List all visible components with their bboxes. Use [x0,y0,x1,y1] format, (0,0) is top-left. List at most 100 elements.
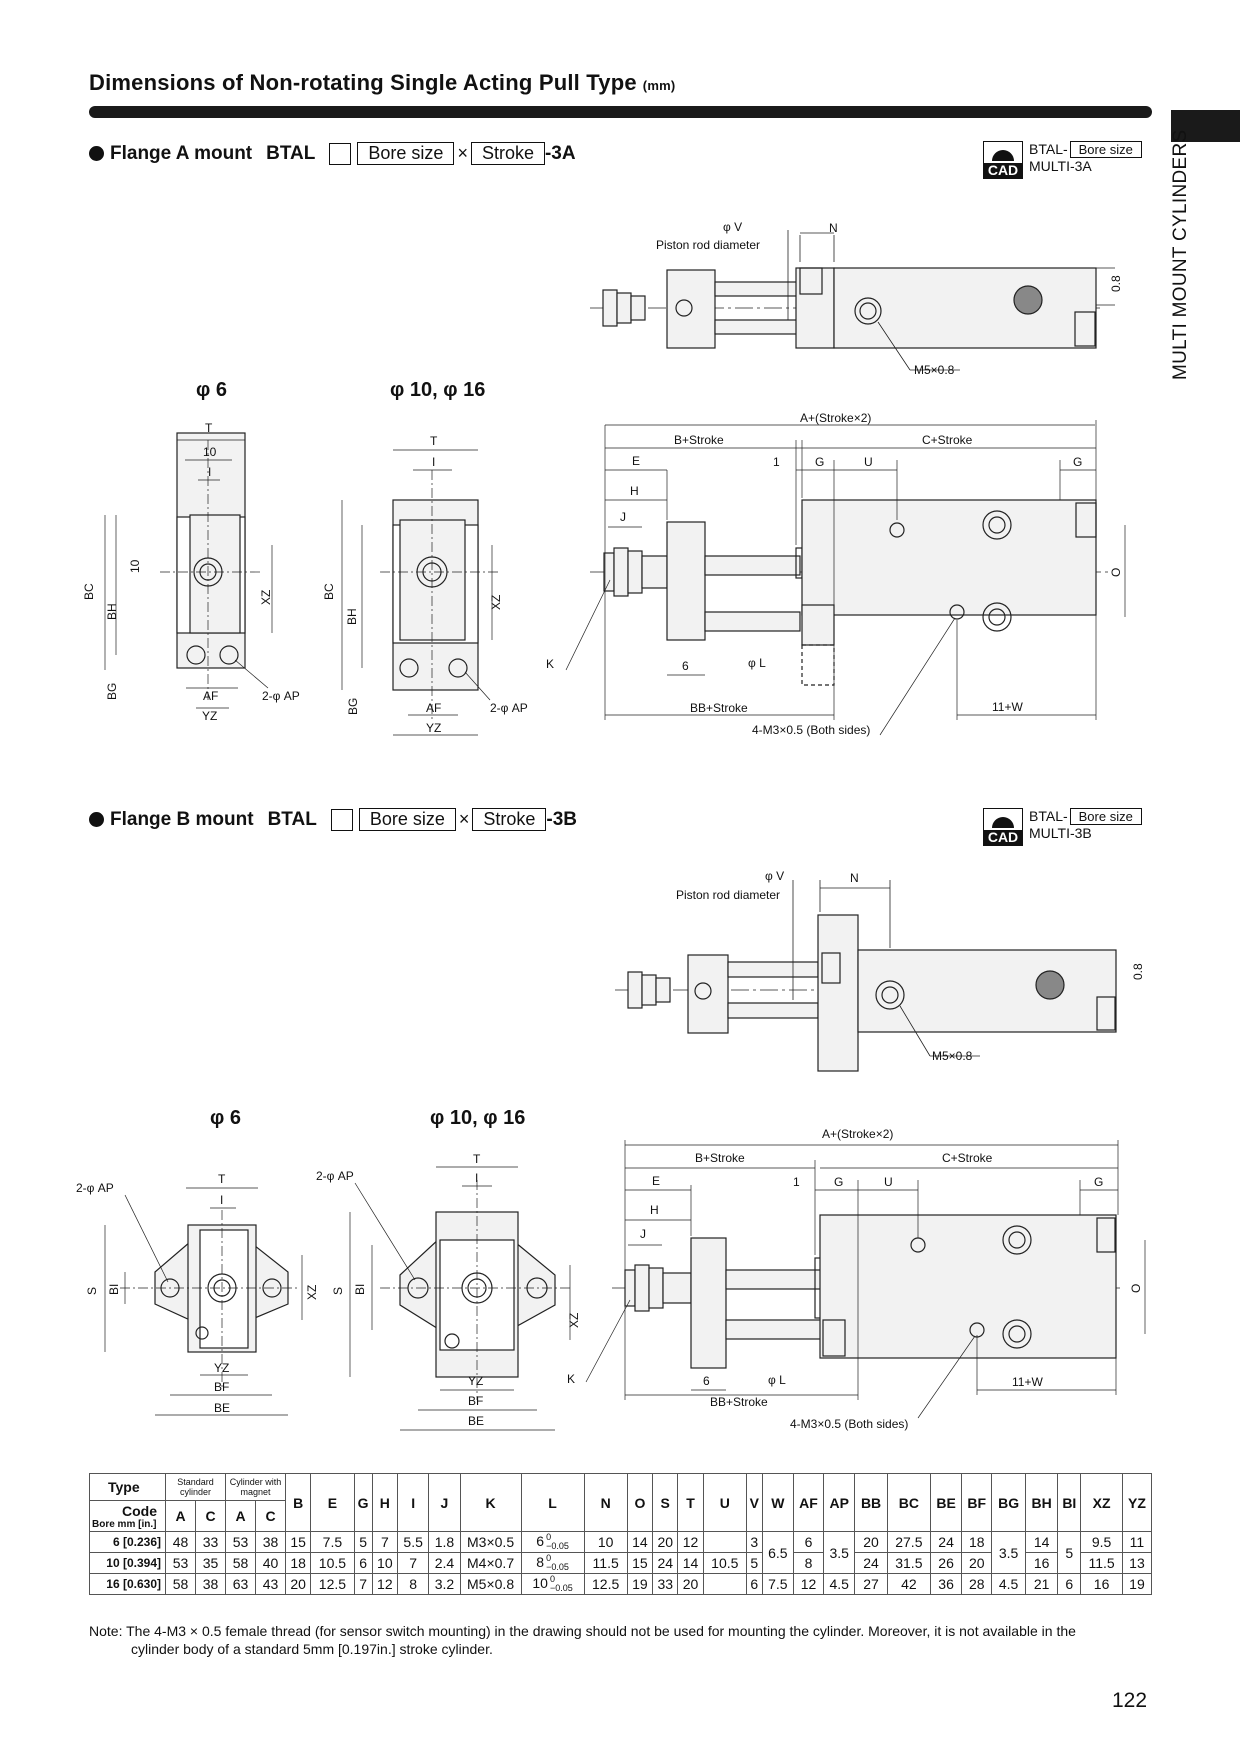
cell: 20 [284,1573,312,1595]
label-j: J [620,510,626,524]
cell: 3.5 [823,1531,856,1574]
cell: 20 [652,1531,679,1553]
cell: 28 [961,1573,993,1595]
std-cyl-header: Standard cylinder [165,1473,226,1501]
label-j-b: J [640,1227,646,1241]
label-xz-b: XZ [489,595,503,610]
label-yz: YZ [202,709,217,723]
label-e-b: E [652,1174,660,1188]
dimension-table: Type Standard cylinder Cylinder with mag… [89,1473,1153,1595]
col-bi: BI [1057,1473,1082,1532]
model-code: BTAL [267,808,317,830]
cell: 53 [165,1552,196,1574]
cell: 14 [677,1552,704,1574]
cell: 3 [745,1531,763,1553]
col-a-mag: A [225,1500,256,1532]
bore-label: Bore mm [in.] [92,1518,157,1530]
col-t: T [677,1473,704,1532]
cell: 4.5 [991,1573,1026,1595]
cell: 18 [961,1531,993,1553]
cell: 38 [195,1573,226,1595]
cell: 24 [652,1552,679,1574]
side-tab-label: MULTI MOUNT CYLINDERS [1170,129,1191,380]
cad-badge-a[interactable]: CAD BTAL-Bore size MULTI-3A [983,141,1142,179]
col-a-std: A [165,1500,196,1532]
flange-b-phi10-16-end-view [349,1166,571,1431]
label-yz-c: YZ [214,1361,229,1375]
col-l: L [520,1473,585,1532]
mount-suffix: -3B [546,808,578,830]
note-line1: The 4-M3 × 0.5 female thread (for sensor… [126,1623,1076,1639]
col-xz: XZ [1080,1473,1123,1532]
label-m5: M5×0.8 [914,363,955,377]
note-label: Note: [89,1623,123,1639]
label-g-b2: G [1094,1175,1103,1189]
col-b: B [284,1473,312,1532]
cell: 10 [583,1531,628,1553]
label-t: T [205,421,213,435]
col-bg: BG [991,1473,1026,1532]
model-code: BTAL [266,142,316,164]
col-i: I [396,1473,430,1532]
cell: 14 [626,1531,654,1553]
cell: 26 [929,1552,963,1574]
bore-size-box: Bore size [358,808,456,831]
table-row: 6 [0.236] 48 33 53 38 15 7.5 5 7 5.5 1.8… [89,1531,1153,1574]
label-2-ap-d: 2-φ AP [316,1169,354,1183]
flange-a-phi6-end-view [104,432,273,709]
label-be-b: BE [468,1414,484,1428]
label-phi-l-b: φ L [768,1373,786,1387]
label-yz-d: YZ [468,1374,483,1388]
label-phi10-16-b: φ 10, φ 16 [430,1107,525,1129]
col-u: U [702,1473,747,1532]
col-w: W [761,1473,794,1532]
cell: 24 [929,1531,963,1553]
label-t-d: T [473,1152,481,1166]
table-row: 10 [0.394] 53 35 58 40 18 10.5 6 10 7 2.… [89,1552,1153,1574]
label-o-b: O [1129,1284,1143,1293]
cell: 4.5 [823,1573,856,1595]
cell: 6 [792,1531,825,1553]
cell: 12.5 [310,1573,355,1595]
col-yz: YZ [1121,1473,1153,1532]
label-bf-b: BF [468,1394,483,1408]
label-i-d: I [475,1171,478,1185]
cell [702,1531,747,1553]
label-phi10-16: φ 10, φ 16 [390,379,485,401]
cell: 6 [1057,1573,1082,1595]
label-u: U [864,455,873,469]
col-c-mag: C [255,1500,286,1532]
cell: 1.8 [428,1531,461,1553]
label-10-v: 10 [128,559,142,573]
label-6-b: 6 [703,1374,710,1388]
label-2-ap-b: 2-φ AP [490,701,528,715]
cell: 36 [929,1573,963,1595]
cell: 10 [371,1552,399,1574]
label-bh-b: BH [345,608,359,625]
label-11w: 11+W [992,700,1023,714]
cell: 3.2 [428,1573,461,1595]
label-bh: BH [105,603,119,620]
label-6: 6 [682,659,689,673]
cad-variant: MULTI-3B [1029,825,1092,841]
label-0-8: 0.8 [1109,275,1123,292]
flange-b-drawing: φ V Piston rod diameter N M5×0.8 0.8 φ 6… [76,869,1146,1431]
bore-size-box: Bore size [357,142,455,165]
cad-variant: MULTI-3A [1029,158,1092,174]
label-11w-b: 11+W [1012,1375,1043,1389]
cad-badge-b[interactable]: CAD BTAL-Bore size MULTI-3B [983,808,1142,846]
label-c-stroke: C+Stroke [922,433,973,447]
cell: 14 [1024,1531,1059,1553]
col-j: J [428,1473,461,1532]
col-be: BE [929,1473,963,1532]
label-g-b: G [834,1175,843,1189]
stroke-box: Stroke [470,142,545,165]
flange-b-phi6-end-view [104,1187,303,1416]
cad-icon: CAD [983,808,1023,846]
cell: 11.5 [583,1552,628,1574]
col-e: E [310,1473,355,1532]
label-g: G [815,455,824,469]
code-bore-cell: Code Bore mm [in.] [89,1500,166,1532]
flange-a-phi10-16-end-view [341,449,500,736]
